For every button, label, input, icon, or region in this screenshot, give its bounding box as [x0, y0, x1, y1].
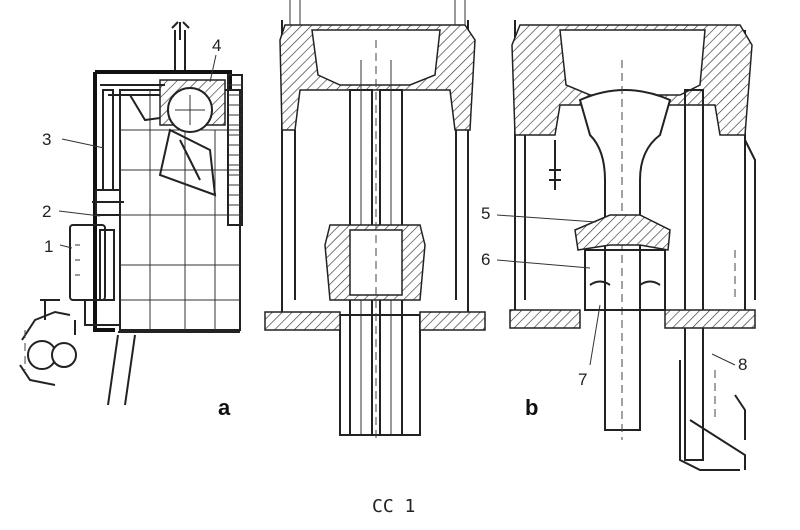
callout-1: 1 — [44, 237, 53, 256]
callout-5: 5 — [481, 204, 490, 223]
callout-4: 4 — [212, 36, 221, 55]
callout-2: 2 — [42, 202, 51, 221]
figure-caption: CC 1 — [372, 496, 415, 517]
cooling-fins — [227, 74, 243, 226]
callout-leaders — [58, 54, 736, 366]
panel-b-drawing — [509, 20, 756, 471]
pump-assembly — [19, 299, 77, 386]
panel-a-drawing — [19, 21, 243, 406]
callout-8: 8 — [738, 355, 747, 374]
callout-3: 3 — [42, 130, 51, 149]
panel-label-a: a — [218, 395, 231, 420]
panel-a-piston-section — [264, 0, 486, 440]
panel-label-b: b — [525, 395, 538, 420]
engine-head — [158, 79, 226, 197]
callout-7: 7 — [578, 370, 587, 389]
callout-6: 6 — [481, 250, 490, 269]
